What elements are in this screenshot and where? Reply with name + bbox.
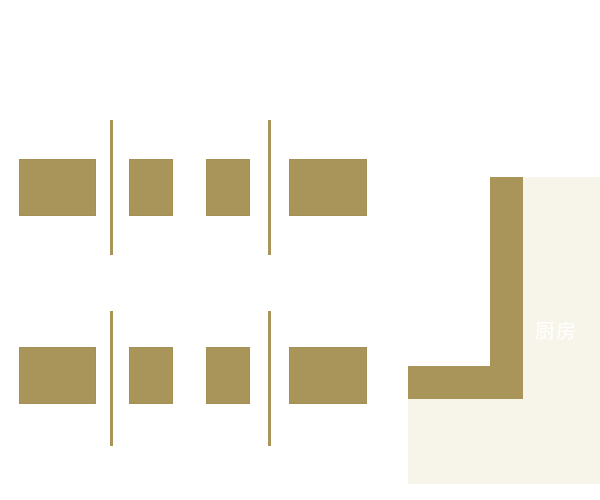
table-row1-left-small — [129, 159, 173, 216]
table-row2-right-small — [206, 347, 250, 404]
divider-row1-left — [110, 120, 113, 255]
kitchen-label: 厨房 — [535, 319, 577, 343]
divider-row1-right — [268, 120, 271, 255]
kitchen-floor-lower — [408, 399, 600, 484]
table-row2-right-wide — [289, 347, 367, 404]
kitchen-counter-horizontal — [408, 366, 523, 399]
divider-row2-left — [110, 311, 113, 446]
table-row1-right-wide — [289, 159, 367, 216]
kitchen-counter-vertical — [490, 177, 523, 399]
table-row1-left-wide — [19, 159, 96, 216]
table-row2-left-small — [129, 347, 173, 404]
table-row2-left-wide — [19, 347, 96, 404]
kitchen-floor-upper — [523, 177, 600, 367]
kitchen-floor-corner — [523, 367, 600, 399]
divider-row2-right — [268, 311, 271, 446]
table-row1-right-small — [206, 159, 250, 216]
